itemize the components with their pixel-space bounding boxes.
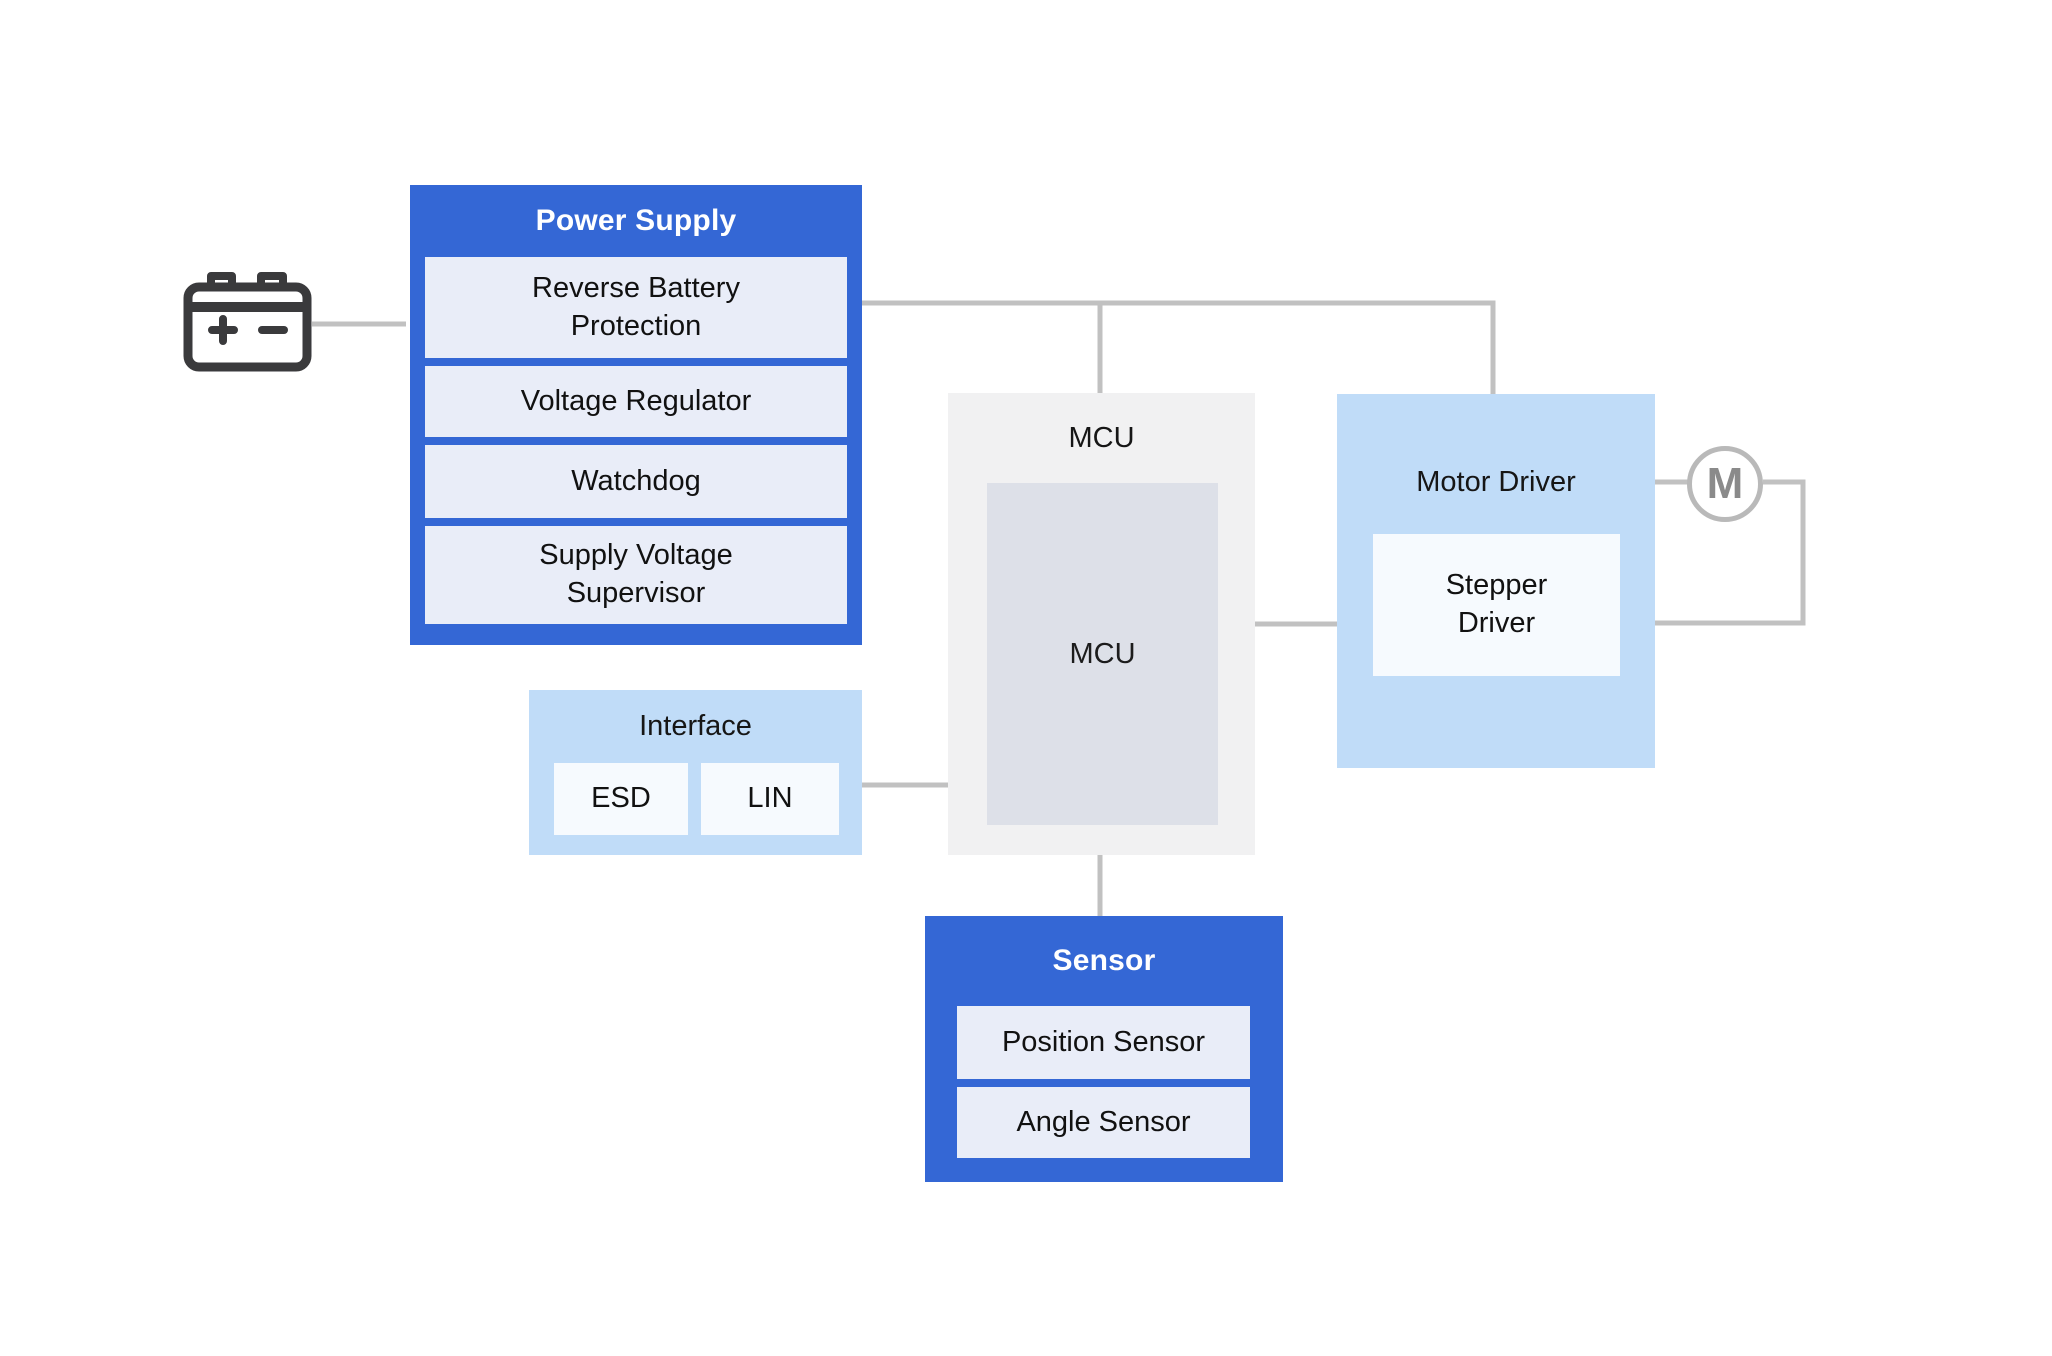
reverse-battery-protection-label: Reverse Battery Protection [532,271,740,342]
connector-power-supply-to-motor-driver [862,300,1496,394]
supply-voltage-supervisor-label: Supply Voltage Supervisor [539,539,733,609]
power-supply-title: Power Supply [535,204,737,237]
battery-plus-symbol [208,315,238,345]
motor-icon: M [1687,446,1763,522]
voltage-regulator-box: Voltage Regulator [425,366,847,437]
interface-items: ESD LIN [554,763,839,835]
power-supply-block: Power Supply Reverse Battery Protection … [410,185,862,645]
sensor-title: Sensor [1052,944,1156,977]
angle-sensor-box: Angle Sensor [957,1087,1250,1158]
lin-label: LIN [747,782,793,815]
mcu-block: MCU MCU [948,393,1255,855]
stepper-driver-label: Stepper Driver [1445,569,1548,639]
mcu-title: MCU [1068,421,1135,454]
interface-title: Interface [639,710,752,742]
mcu-chip-label: MCU [1069,637,1136,670]
esd-label: ESD [591,782,651,815]
battery-icon [183,272,312,372]
voltage-regulator-label: Voltage Regulator [520,384,752,417]
stepper-driver-box: Stepper Driver [1373,534,1620,676]
motor-driver-block: Motor Driver Stepper Driver [1337,394,1655,768]
motor-driver-title: Motor Driver [1416,465,1576,498]
position-sensor-label: Position Sensor [1001,1025,1206,1058]
interface-block: Interface ESD LIN [529,690,862,855]
watchdog-label: Watchdog [571,464,701,497]
angle-sensor-label: Angle Sensor [1016,1105,1191,1138]
sensor-items: Position Sensor Angle Sensor [957,1006,1250,1158]
mcu-chip-box: MCU [987,483,1218,825]
watchdog-box: Watchdog [425,445,847,518]
supply-voltage-supervisor-box: Supply Voltage Supervisor [425,526,847,624]
position-sensor-box: Position Sensor [957,1006,1250,1079]
motor-label: M [1706,459,1744,508]
power-supply-items: Reverse Battery Protection Voltage Regul… [425,257,847,624]
sensor-block: Sensor Position Sensor Angle Sensor [925,916,1283,1182]
reverse-battery-protection-box: Reverse Battery Protection [425,257,847,358]
lin-box: LIN [701,763,839,835]
esd-box: ESD [554,763,688,835]
battery-body [183,282,312,372]
